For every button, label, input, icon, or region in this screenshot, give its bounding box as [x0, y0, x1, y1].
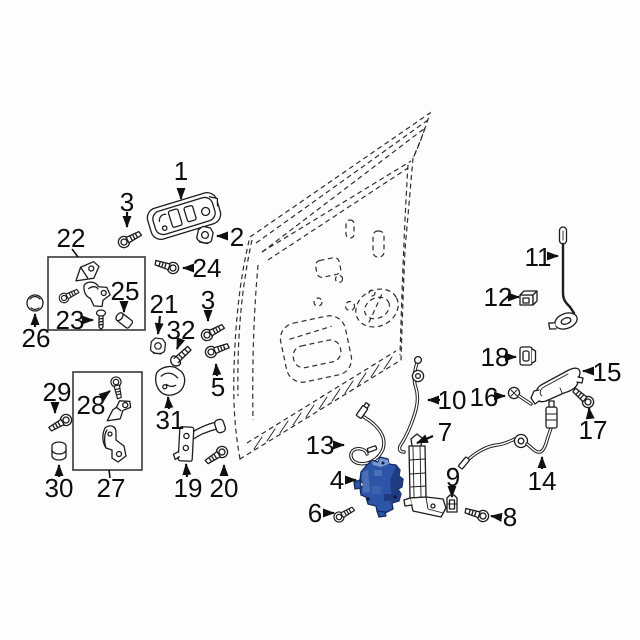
part-3-bolt-upper: [115, 227, 144, 251]
part-22-kit-contents: [57, 261, 134, 331]
callout-22: 22: [57, 223, 86, 253]
callout-20: 20: [210, 473, 239, 503]
part-1-interior-door-handle: [146, 192, 222, 240]
door-panel-outline: [233, 111, 432, 460]
part-9-clip: [446, 494, 458, 513]
door-inner-panel-details: [279, 219, 399, 383]
callout-17: 17: [579, 415, 608, 445]
part-17-bolt: [569, 384, 597, 411]
part-25-cap: [115, 312, 134, 329]
callout-27: 27: [97, 473, 126, 503]
callout-24: 24: [193, 253, 222, 283]
part-23-screw: [95, 309, 107, 331]
callout-15: 15: [593, 357, 622, 387]
callout-14: 14: [528, 466, 557, 496]
part-15-exterior-handle: [530, 367, 584, 405]
callout-29: 29: [43, 377, 72, 407]
part-6-bolt: [331, 503, 357, 525]
part-31-striker: [155, 365, 186, 396]
part-4-door-lock-actuator-highlighted: [353, 456, 404, 518]
part-27-kit-box: [72, 371, 143, 471]
callout-3a: 3: [120, 187, 134, 217]
callout-23: 23: [56, 305, 85, 335]
callout-31: 31: [156, 405, 185, 435]
part-5-bolt: [203, 339, 232, 360]
part-10-lock-rod: [397, 355, 425, 454]
part-3-bolt-lower: [198, 320, 227, 344]
callout-32: 32: [167, 315, 196, 345]
callout-7: 7: [438, 417, 452, 447]
callout-9: 9: [446, 462, 460, 492]
part-14-latch-cable: [457, 400, 558, 470]
part-22-kit-box: [47, 256, 146, 331]
part-11-lock-knob-rod: [548, 226, 578, 330]
callout-26: 26: [22, 323, 51, 353]
callout-19: 19: [174, 473, 203, 503]
callout-4: 4: [330, 465, 344, 495]
callout-18: 18: [481, 342, 510, 372]
callout-3b: 3: [201, 285, 215, 315]
callout-1: 1: [174, 156, 188, 186]
callout-8: 8: [503, 502, 517, 532]
callout-arrows: [30, 188, 595, 522]
callout-6: 6: [308, 498, 322, 528]
part-16-pin: [507, 386, 533, 406]
callout-25: 25: [111, 276, 140, 306]
callout-30: 30: [45, 473, 74, 503]
callout-labels: 1 2 3 22 24 23 25 26 21 3 32 5 29 28 31 …: [22, 156, 622, 532]
callout-12: 12: [484, 282, 513, 312]
part-21-nut: [149, 337, 167, 355]
part-12-clip: [519, 290, 538, 306]
part-29-bolt: [46, 411, 75, 435]
part-19-door-check: [172, 418, 227, 462]
door-sill-hatching: [253, 356, 393, 450]
part-20-bolt: [202, 443, 231, 468]
part-27-kit-contents: [102, 375, 132, 463]
callout-11: 11: [525, 242, 552, 272]
callout-5: 5: [211, 372, 225, 402]
part-26-grommet: [26, 294, 44, 312]
callout-28: 28: [77, 390, 106, 420]
part-8-bolt: [462, 504, 491, 524]
callout-16: 16: [470, 382, 499, 412]
part-24-bolt: [152, 256, 181, 276]
callout-21: 21: [150, 289, 179, 319]
part-30-bumper: [51, 441, 67, 461]
callout-10: 10: [438, 385, 467, 415]
part-13-cable: [349, 402, 386, 466]
part-32-stud: [170, 345, 192, 367]
callout-13: 13: [306, 430, 335, 460]
callout-2: 2: [230, 222, 244, 252]
part-18-clip: [519, 346, 537, 366]
